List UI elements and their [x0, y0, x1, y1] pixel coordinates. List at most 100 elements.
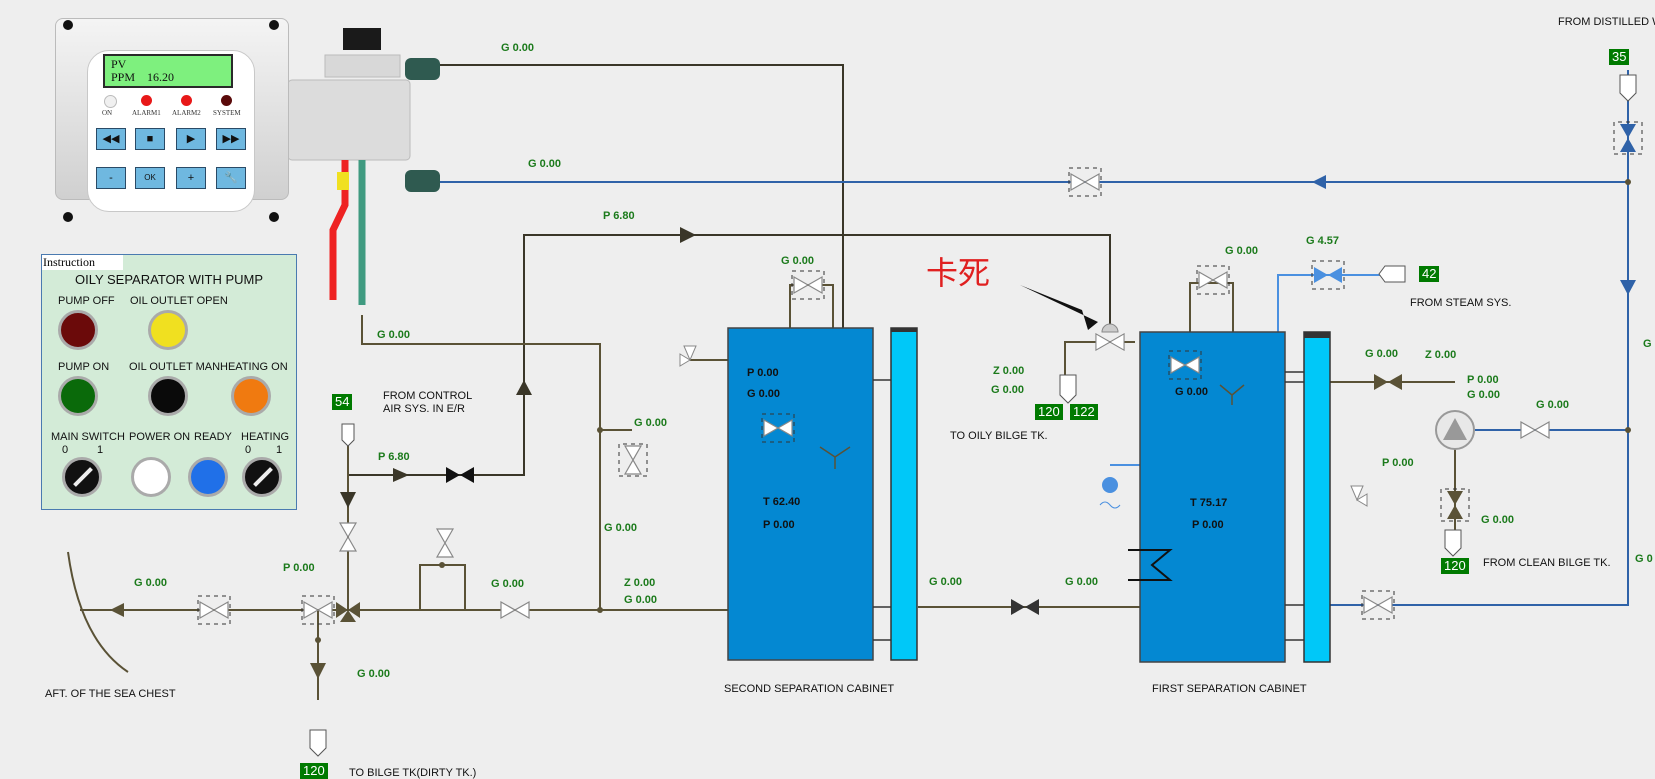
valve[interactable]	[339, 522, 357, 552]
tank2-temp: T 62.40	[763, 496, 801, 508]
reading-g-left-branch: G 0.00	[377, 329, 411, 341]
reading-p-air-top: P 6.80	[603, 210, 635, 222]
mount-hole	[63, 20, 73, 30]
valve[interactable]	[1613, 121, 1643, 155]
stuck-valve[interactable]	[1095, 323, 1125, 351]
valve[interactable]	[618, 443, 648, 477]
on-led-label: ON	[102, 109, 113, 117]
reading-z-oily: Z 0.00	[993, 365, 1025, 377]
flow-arrow	[1312, 175, 1326, 189]
label-to-oily-bilge: TO OILY BILGE TK.	[950, 430, 1048, 442]
label-from-control-air-1: FROM CONTROL	[383, 390, 473, 402]
reading-g-sep2-vent: G 0.00	[781, 255, 815, 267]
second-tank-sight-glass	[890, 327, 918, 661]
valve[interactable]	[197, 595, 231, 625]
flow-arrow	[110, 603, 124, 617]
valve[interactable]	[500, 601, 530, 619]
valve[interactable]	[1361, 590, 1395, 620]
valve[interactable]	[1440, 488, 1470, 522]
indicator-control-air: 54	[332, 394, 353, 410]
steam-valve[interactable]	[1311, 260, 1345, 290]
first-tank-sight-glass	[1303, 331, 1331, 663]
power-on-lamp	[131, 457, 171, 497]
reading-g-discharge-right: G 0.00	[491, 578, 525, 590]
flow-arrow	[516, 380, 532, 395]
reading-z-sep2-bottom: Z 0.00	[624, 577, 656, 589]
ocm-sensor-unit	[287, 28, 440, 305]
reading-p-air-left: P 6.80	[378, 451, 410, 463]
reading-g-top-1: G 0.00	[501, 42, 535, 54]
wrench-icon[interactable]: 🔧	[216, 167, 246, 189]
fast-forward-button[interactable]: ▶▶	[216, 128, 246, 150]
pump[interactable]	[1435, 410, 1475, 450]
mount-hole	[269, 212, 279, 222]
mount-hole	[269, 20, 279, 30]
reading-g-steam: G 4.57	[1306, 235, 1340, 247]
plus-button[interactable]: +	[176, 167, 206, 189]
tank2-g-top: G 0.00	[747, 388, 781, 400]
label-from-steam: FROM STEAM SYS.	[1410, 297, 1512, 309]
heating-switch-pos-0: 0	[245, 444, 252, 456]
three-way-valve[interactable]	[336, 602, 360, 622]
ok-button[interactable]: OK	[135, 167, 165, 189]
instruction-tab[interactable]: Instruction	[42, 255, 123, 270]
valve[interactable]	[791, 270, 825, 300]
reading-p-pump-out: P 0.00	[1467, 374, 1499, 386]
mount-hole	[63, 212, 73, 222]
alarm2-led-label: ALARM2	[172, 109, 201, 117]
reading-g-between-2: G 0.00	[1065, 576, 1099, 588]
reading-z-pump-in: Z 0.00	[1425, 349, 1457, 361]
system-led-label: SYSTEM	[213, 109, 241, 117]
steam-line	[1277, 274, 1385, 458]
rewind-button[interactable]: ◀◀	[96, 128, 126, 150]
heater-element	[1128, 549, 1173, 581]
heating-on-lamp	[231, 376, 271, 416]
power-on-label: POWER ON	[129, 431, 191, 443]
heating-switch[interactable]	[242, 457, 282, 497]
bypass-loop	[419, 564, 466, 610]
heating-switch-pos-1: 1	[276, 444, 283, 456]
play-button[interactable]: ▶	[176, 128, 206, 150]
sample-line	[361, 315, 601, 610]
second-separation-tank	[727, 327, 874, 661]
reading-g-sep2-mid: G 0.00	[604, 522, 638, 534]
pump-on-lamp	[58, 376, 98, 416]
valve[interactable]	[1374, 374, 1402, 390]
ready-lamp	[188, 457, 228, 497]
valve[interactable]	[1011, 599, 1039, 615]
main-switch[interactable]	[62, 457, 102, 497]
stop-button[interactable]: ■	[135, 128, 165, 150]
indicator-oily-bilge-b: 122	[1070, 404, 1098, 420]
relief-valve[interactable]	[1350, 485, 1368, 507]
reading-p-discharge-left: P 0.00	[283, 562, 315, 574]
valve[interactable]	[761, 413, 795, 443]
relief-valve[interactable]	[679, 345, 697, 367]
system-led	[221, 95, 232, 106]
valve[interactable]	[1196, 265, 1230, 295]
pv-label: PV	[111, 57, 127, 71]
valve[interactable]	[436, 528, 454, 558]
oil-outlet-man-lamp	[148, 376, 188, 416]
main-switch-label: MAIN SWITCH	[51, 431, 125, 443]
valve[interactable]	[1068, 167, 1102, 197]
indicator-dirty-bilge: 120	[300, 763, 328, 779]
minus-button[interactable]: -	[96, 167, 126, 189]
air-solenoid-valve[interactable]	[446, 467, 474, 483]
annotation-arrow	[1020, 285, 1098, 330]
reading-g-top-2: G 0.00	[528, 158, 562, 170]
reading-g-oily: G 0.00	[991, 384, 1025, 396]
label-from-distilled: FROM DISTILLED W.	[1558, 16, 1655, 28]
alarm1-led-label: ALARM1	[132, 109, 161, 117]
reading-g-pump-out: G 0.00	[1467, 389, 1501, 401]
ready-label: READY	[194, 431, 232, 443]
oil-outlet-line	[440, 64, 844, 445]
heating-label: HEATING	[241, 431, 290, 443]
valve[interactable]	[1520, 421, 1550, 439]
sea-chest-arc	[67, 551, 129, 673]
valve[interactable]	[301, 595, 335, 625]
tank2-p-top: P 0.00	[747, 367, 779, 379]
first-separation-tank	[1139, 331, 1286, 663]
reading-g-between: G 0.00	[929, 576, 963, 588]
tank-symbol	[309, 74, 1637, 757]
valve[interactable]	[1168, 350, 1202, 380]
